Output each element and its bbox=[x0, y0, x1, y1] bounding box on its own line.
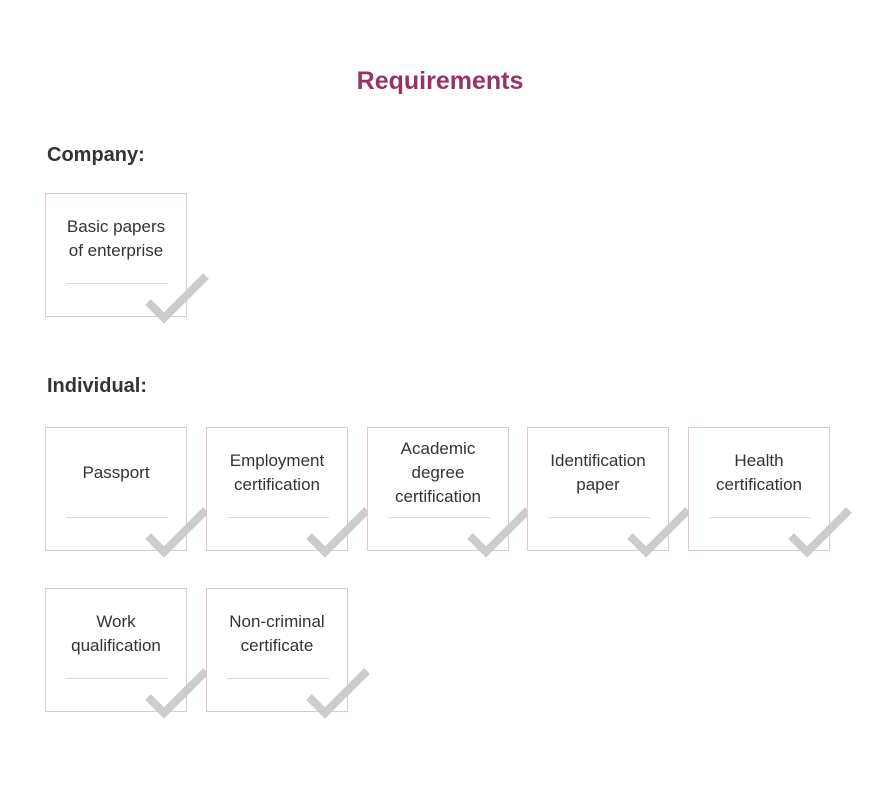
card-label: Passport bbox=[82, 463, 150, 482]
card-divider bbox=[66, 283, 168, 284]
card-divider bbox=[388, 517, 490, 518]
individual-card-passport: Passport bbox=[45, 427, 209, 558]
company-heading: Company: bbox=[47, 144, 145, 166]
card-label: Academic degree certification bbox=[395, 439, 481, 506]
check-icon bbox=[145, 273, 209, 324]
individual-heading: Individual: bbox=[47, 375, 147, 397]
individual-card-non-criminal-certificate: Non-criminal certificate bbox=[206, 588, 370, 719]
company-card-basic-papers: Basic papers of enterprise bbox=[45, 193, 209, 324]
card-divider bbox=[709, 517, 811, 518]
card-label: Basic papers of enterprise bbox=[66, 217, 166, 260]
card-label: Health certification bbox=[716, 451, 802, 494]
page-title: Requirements bbox=[356, 67, 524, 95]
check-icon bbox=[627, 507, 691, 558]
individual-card-identification-paper: Identification paper bbox=[527, 427, 691, 558]
check-icon bbox=[145, 668, 209, 719]
individual-card-work-qualification: Work qualification bbox=[45, 588, 209, 719]
card-divider bbox=[227, 517, 329, 518]
card-label: Employment certification bbox=[229, 451, 325, 494]
card-divider bbox=[548, 517, 650, 518]
individual-card-employment-certification: Employment certification bbox=[206, 427, 370, 558]
check-icon bbox=[145, 507, 209, 558]
check-icon bbox=[788, 507, 852, 558]
check-icon bbox=[467, 507, 531, 558]
check-icon bbox=[306, 668, 370, 719]
individual-card-health-certification: Health certification bbox=[688, 427, 852, 558]
individual-card-academic-degree-certification: Academic degree certification bbox=[367, 427, 531, 558]
card-label: Non-criminal certificate bbox=[229, 612, 325, 655]
card-divider bbox=[227, 678, 329, 679]
card-label: Work qualification bbox=[71, 612, 161, 655]
check-icon bbox=[306, 507, 370, 558]
card-divider bbox=[66, 517, 168, 518]
card-label: Identification paper bbox=[550, 451, 646, 494]
card-divider bbox=[66, 678, 168, 679]
